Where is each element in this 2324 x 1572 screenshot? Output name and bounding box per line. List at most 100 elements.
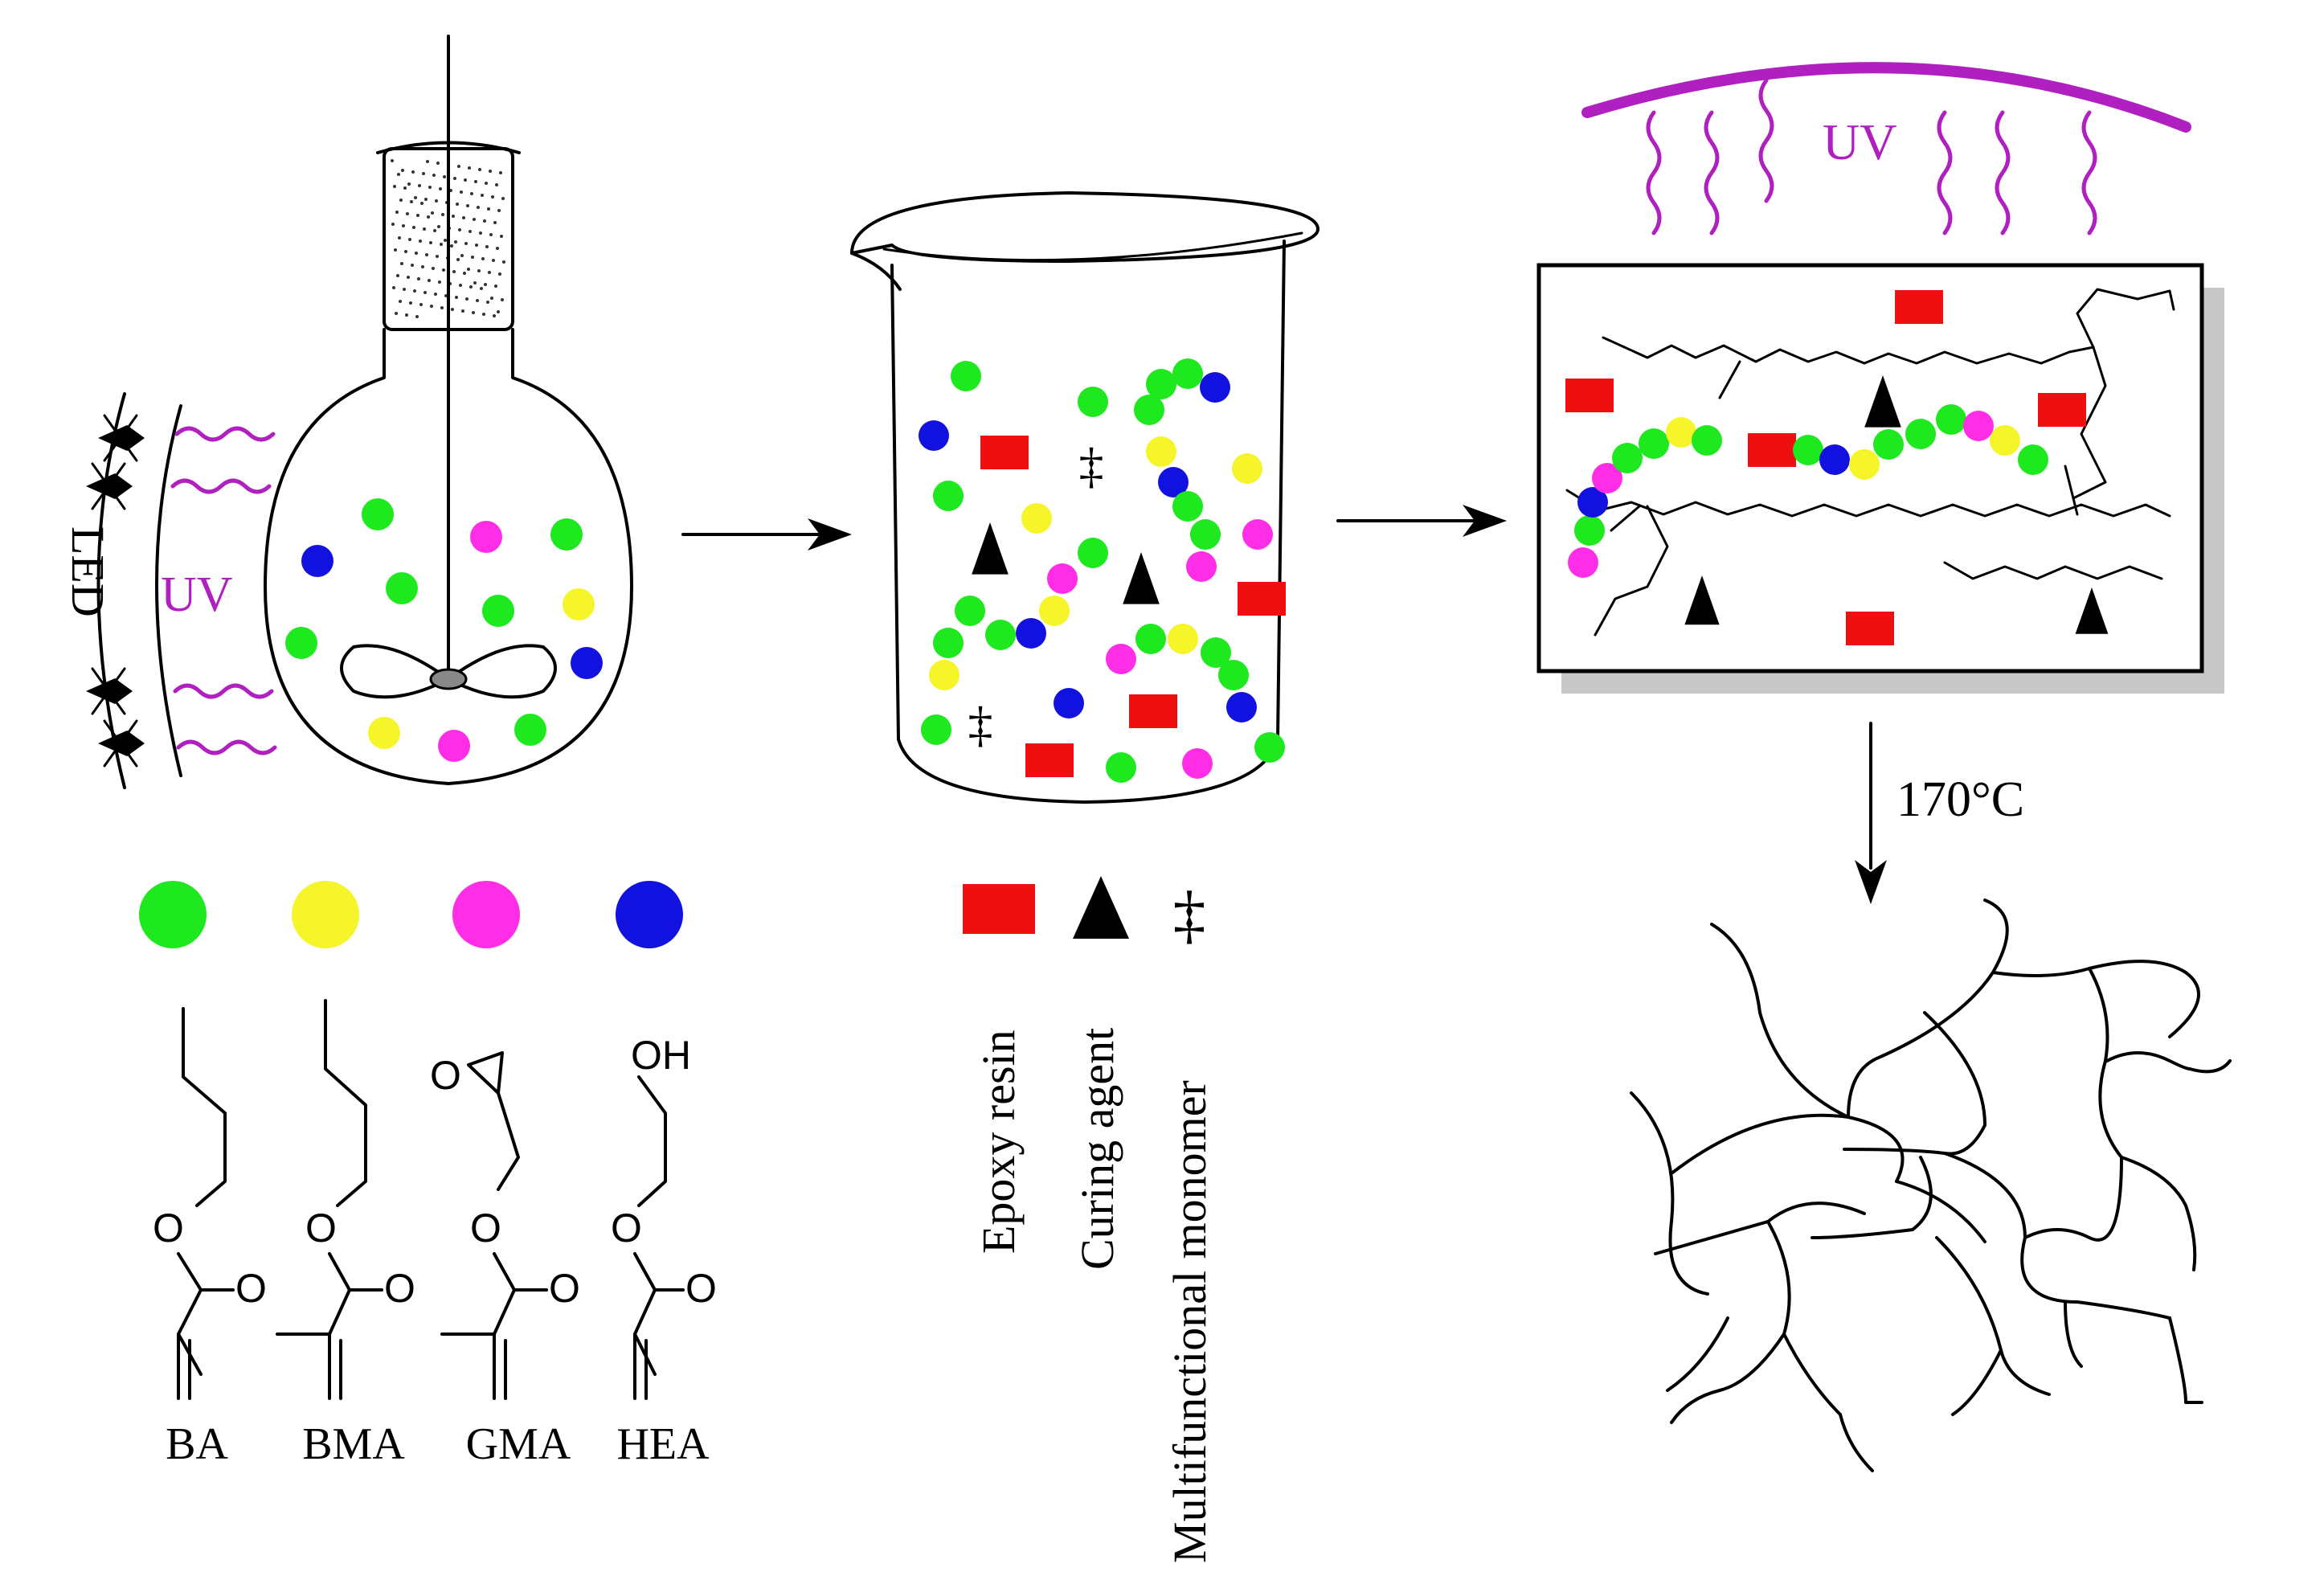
uv-wave (174, 426, 276, 442)
stopper-grain (473, 218, 476, 221)
stopper-grain (477, 206, 480, 209)
polymer-chain (2076, 288, 2175, 349)
stopper-grain (481, 194, 484, 197)
stopper-grain (459, 284, 462, 287)
stopper-grain (419, 239, 422, 243)
monomer-dot-green (921, 714, 951, 745)
monomer-dot-green (362, 498, 394, 530)
ba-structure (177, 1007, 235, 1400)
bma-ester-o: O (305, 1206, 337, 1251)
flask-uv-label: UV (161, 567, 233, 622)
legend-multi-label: Multifunctional monomer (1164, 1080, 1216, 1563)
stopper-grain (500, 235, 503, 238)
polymer-chain (1602, 336, 2095, 365)
multifunctional-monomer-symbol: ‡ (1079, 439, 1104, 493)
epoxy-resin-block (1846, 612, 1894, 645)
stopper-grain (393, 185, 396, 188)
uv-lamp-icon (1581, 62, 2191, 133)
uv-wave (2081, 110, 2097, 235)
stopper-grain (456, 258, 460, 261)
beaker-contents (919, 358, 1285, 783)
bma-structure (276, 999, 383, 1400)
stopper-grain (428, 279, 431, 282)
stopper-grain (485, 245, 489, 248)
legend-curing-label: Curing agent (1071, 1028, 1123, 1270)
stopper-grain (432, 174, 436, 177)
curing-agent-triangle (1864, 375, 1901, 428)
stopper-grain (394, 248, 397, 252)
stopper-grain (413, 289, 416, 293)
monomer-dot-yellow (1849, 449, 1880, 480)
stopper-grain (463, 272, 466, 275)
monomer-dot-magenta (1568, 547, 1598, 578)
flask-monomer-dots (285, 498, 603, 762)
epoxy-resin-block (980, 436, 1029, 469)
monomer-name-ba: BA (166, 1419, 228, 1469)
epoxy-resin-block (2038, 393, 2086, 427)
stopper-grain (464, 242, 468, 245)
stopper-grain (424, 198, 428, 201)
stopper-grain (432, 267, 435, 270)
monomer-dot-green (933, 628, 964, 658)
monomer-dot-green (1201, 637, 1231, 668)
monomer-dot-blue (1226, 692, 1257, 723)
stopper-grain (467, 268, 470, 271)
monomer-dot-blue (1158, 467, 1189, 497)
led-label: LED (62, 526, 114, 617)
stopper-grain (436, 255, 439, 258)
stopper-grain (496, 247, 499, 250)
ba-ester-o: O (153, 1206, 184, 1251)
monomer-dot-green (1254, 732, 1285, 763)
monomer-dot-green (951, 361, 981, 391)
stopper-grain (489, 170, 492, 173)
stopper-grain (409, 301, 412, 305)
monomer-dot-green (1873, 429, 1904, 460)
uv-wave (1704, 110, 1720, 235)
stopper-grain (464, 178, 467, 182)
stopper-grain (398, 236, 401, 239)
stopper-grain (461, 309, 464, 313)
stopper-grain (492, 259, 495, 262)
monomer-dot-green (1078, 538, 1108, 568)
stopper-grain (493, 221, 497, 224)
polymer-chain (1943, 561, 2163, 580)
monomer-dot-green (1936, 404, 1966, 435)
led-lamp-icon (86, 392, 182, 789)
stopper-grain (469, 285, 473, 289)
arrow-right-icon (1336, 505, 1507, 537)
stirrer-icon (340, 35, 557, 699)
monomer-dot-blue (1054, 688, 1084, 718)
beaker-section: ‡‡ ‡ Epoxy resin Curing agent Multifunct… (850, 191, 1320, 1563)
led-ray (91, 462, 126, 510)
monomer-dot-green (1078, 387, 1108, 417)
stopper-grain (405, 313, 408, 317)
monomer-dot-green (955, 596, 985, 626)
monomer-dot-green (1146, 369, 1176, 399)
stopper-grain (399, 199, 403, 202)
box-contents (1565, 290, 2109, 645)
legend-dot-gma (452, 881, 520, 948)
stopper-grain (431, 211, 434, 215)
led-ray (91, 667, 126, 715)
monomer-dot-green (386, 572, 418, 604)
stopper-grain (391, 223, 395, 226)
stopper-grain (397, 173, 400, 176)
monomer-dot-green (1639, 428, 1669, 459)
chemical-structures: O O O O O O O OH O O (153, 999, 717, 1400)
stopper-grain (472, 311, 475, 314)
stopper-grain (468, 230, 472, 233)
stopper-grain (414, 196, 417, 199)
gma-structure (440, 1051, 548, 1400)
stopper-grain (501, 197, 505, 200)
led-ray (103, 719, 138, 768)
uv-wave (176, 739, 277, 755)
monomer-dot-magenta (1242, 519, 1273, 550)
monomer-dot-yellow (1146, 436, 1176, 467)
stopper-grain (495, 183, 498, 186)
stopper-grain (392, 286, 395, 289)
epoxy-resin-block (1129, 694, 1177, 728)
stopper-grain (494, 285, 497, 288)
stopper-grain (400, 262, 403, 265)
hea-hydroxyl: OH (631, 1033, 691, 1078)
